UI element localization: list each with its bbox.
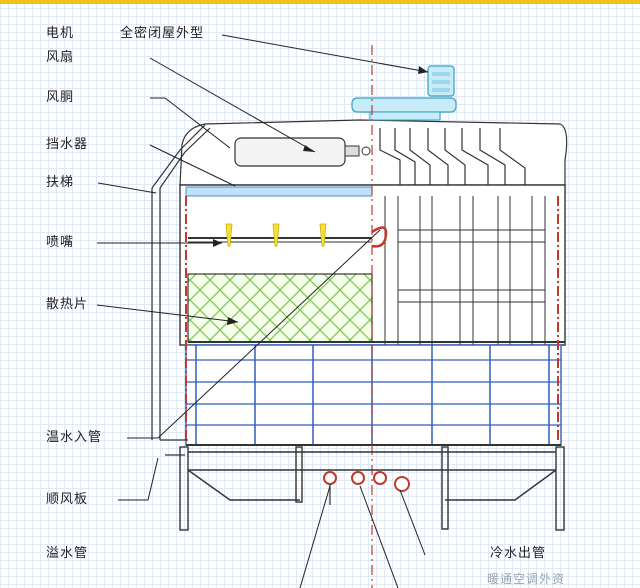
air-inlet-section <box>185 344 562 446</box>
fan-blade <box>234 137 346 167</box>
label-nozzle: 喷嘴 <box>46 235 75 250</box>
label-fan-duct: 风胴 <box>46 90 75 105</box>
label-cold-water-outlet: 冷水出管 <box>490 546 547 561</box>
label-fan: 风扇 <box>46 50 75 65</box>
ladder <box>151 124 211 456</box>
watermark: 暖通空调外资 <box>487 572 566 586</box>
motor-unit <box>351 65 457 121</box>
discharge-vents <box>379 128 526 185</box>
tower-hood <box>179 119 568 186</box>
shaft-bearing <box>361 146 371 156</box>
nozzle-2 <box>272 223 280 247</box>
label-enclosure: 全密闭屋外型 <box>120 26 205 41</box>
label-air-guide: 顺风板 <box>46 492 89 507</box>
bottom-pipes <box>323 471 410 505</box>
side-rails <box>185 196 559 440</box>
fan-hub <box>344 145 360 157</box>
top-frame-bar <box>0 0 640 4</box>
label-ladder: 扶梯 <box>46 175 75 190</box>
cold-water-outlet-pipe <box>394 476 410 492</box>
nozzle-1 <box>225 223 233 247</box>
overflow-pipe <box>323 471 337 485</box>
tower-legs <box>179 446 565 531</box>
label-hot-water-inlet: 温水入管 <box>46 430 103 445</box>
label-fill: 散热片 <box>46 297 89 312</box>
fill-media <box>187 273 373 343</box>
inlet-bend <box>371 226 388 248</box>
label-motor: 电机 <box>46 26 75 41</box>
label-eliminator: 挡水器 <box>46 137 89 152</box>
nozzle-3 <box>319 223 327 247</box>
label-overflow: 溢水管 <box>46 546 89 561</box>
leader-lines <box>96 34 429 588</box>
louver-grid <box>384 196 546 345</box>
drift-eliminator <box>185 186 373 197</box>
